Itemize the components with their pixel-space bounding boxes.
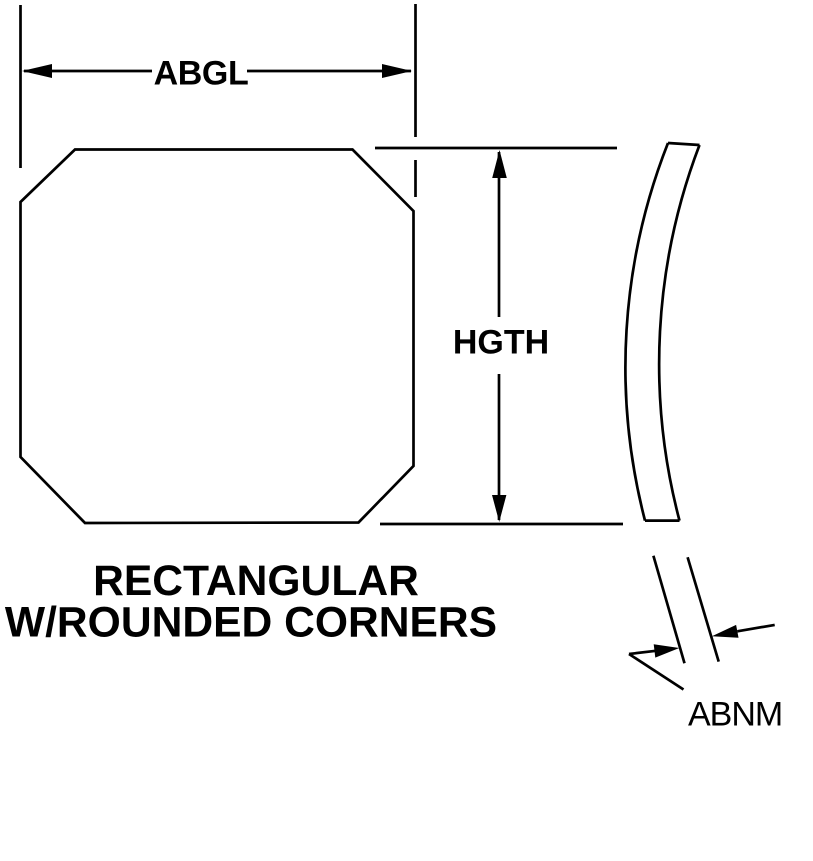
svg-text:RECTANGULAR: RECTANGULAR: [93, 557, 419, 605]
svg-text:ABNM: ABNM: [688, 696, 782, 734]
svg-text:W/ROUNDED CORNERS: W/ROUNDED CORNERS: [5, 599, 497, 647]
svg-text:HGTH: HGTH: [453, 324, 549, 362]
svg-text:ABGL: ABGL: [154, 55, 249, 93]
